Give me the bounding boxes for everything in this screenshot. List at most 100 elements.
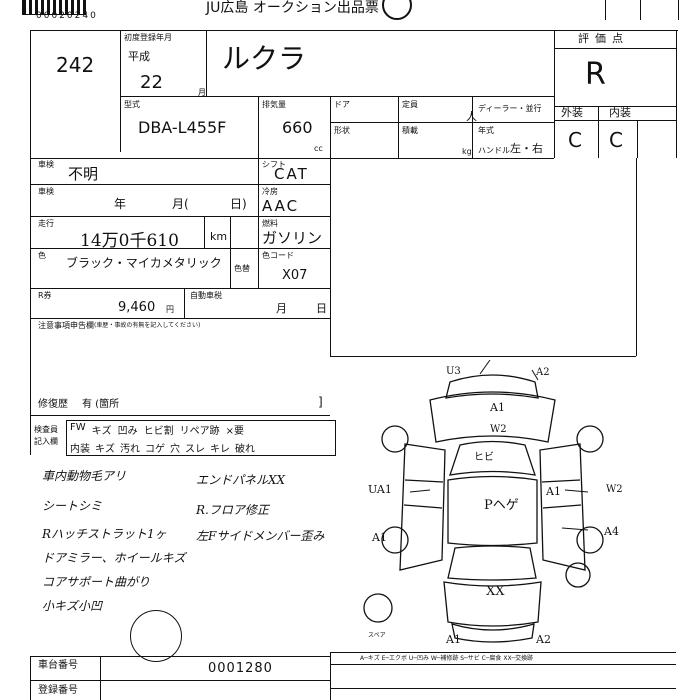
mark-top-front: U3 [446,366,461,377]
inspection-value: 不明 [68,165,99,183]
grade-label: 評価点 [578,32,629,45]
recycle-label: R券 [38,291,52,300]
registration-number-label: 登録番号 [38,685,78,696]
spare-circle-diagram [363,593,393,623]
chassis-value: 0001280 [208,661,273,676]
mark-spare: スペア [368,632,386,639]
mark-trunk: XX [486,584,505,599]
legend-row-2-item: スレ [185,444,205,455]
displacement-unit: cc [314,144,323,153]
repaint-label: 色替 [234,264,250,273]
tax-day-unit: 日 [316,302,327,315]
color-code-label: 色コード [262,251,294,260]
rear-right-circle [565,562,591,588]
handle-value: 左・右 [510,142,543,155]
note-left-item: コアサポート曲がり [42,575,151,589]
mark-right-rear: A4 [604,525,619,538]
note-left-item: 小キズ小凹 [42,599,103,613]
mark-hood: A1 [490,401,505,414]
load-label: 積載 [402,126,418,135]
model-value: DBA-L455F [138,118,227,137]
legend-row-1-item: キズ [91,426,112,437]
mark-left-rear: A1 [372,531,387,544]
repair-label: 修復歴 [38,399,68,410]
rear-right-wheel [576,526,604,554]
sheet-serial: 00020240 [36,11,98,21]
stamp-circle [382,0,412,20]
fuel-label: 燃料 [262,219,278,228]
legend-row-2-item: 汚れ [120,444,140,455]
shape-label: 形状 [334,126,350,135]
mark-roof: Pヘゲ [484,498,519,513]
handle-label: ハンドル [478,146,510,155]
legend-row-1-item: リペア跡 [179,426,220,437]
legend-row-2: 内装キズ汚れコゲ穴スレキレ破れ [70,440,255,455]
inspection-sub-label: 車検 [38,187,54,196]
car-name: ルクラ [222,42,307,75]
legend-row-2-item: 穴 [170,444,180,455]
dealer-label: ディーラー・並行 [478,104,542,113]
spare-circle [130,610,182,662]
note-left-item: 車内動物毛アリ [42,469,127,483]
legend-row-1-item: FW [70,422,86,433]
legend-row-2-item: キズ [95,444,115,455]
mark-rear-left: A1 [446,633,461,646]
note-right-item: R.フロア修正 [196,503,269,517]
mark-hood-sub: W2 [490,424,507,435]
mark-right-door: A1 [546,485,561,498]
color-label: 色 [38,251,46,260]
inspector-label-2: 記入欄 [34,437,58,446]
displacement-label: 排気量 [262,100,286,109]
mark-right-door-far: W2 [606,484,623,495]
displacement-value: 660 [282,118,313,137]
mark-rear-right: A2 [536,633,551,646]
interior-label: 内装 [609,106,631,119]
inspection-label: 車検 [38,160,54,169]
registration-year: 22 [140,72,163,93]
person-unit: 人 [466,110,477,123]
capacity-label: 定員 [402,100,418,109]
color-value: ブラック・マイカメタリック [66,256,222,270]
model-label: 型式 [124,100,140,109]
exterior-grade: C [568,128,582,152]
note-left-item: ドアミラー、ホイールキズ [42,551,186,565]
repair-close: ] [318,395,323,409]
tax-month-unit: 月 [276,302,287,315]
aircon-value: AAC [262,197,300,215]
color-code: X07 [282,268,308,283]
transmission-label: シフト [262,160,286,169]
interior-grade: C [609,128,623,152]
recycle-value: 9,460 [118,300,156,315]
mileage-value: 14万0千610 [80,231,179,251]
aircon-label: 冷房 [262,187,278,196]
legend-row-2-item: コゲ [145,444,165,455]
inspection-month-unit: 月( [172,197,189,211]
note-left-item: シートシミ [42,499,103,513]
legend-row-1: FW キズ凹みヒビ割リペア跡 ×要 [70,422,244,437]
registration-month-unit: 月 [198,88,206,97]
fuel-value: ガソリン [262,229,323,247]
front-left-wheel [381,425,409,453]
legend-row-2-item: 内装 [70,444,90,455]
front-right-wheel [576,425,604,453]
recycle-unit: 円 [166,305,174,314]
note-left-item: Rハッチストラット1ヶ [42,527,167,541]
legend-row-1-item: ヒビ割 [143,426,174,437]
sheet-title: JU広島 オークション出品票 [206,0,379,16]
grade-score: R [585,57,606,92]
mileage-unit: km [210,230,228,243]
auction-logo [22,0,86,15]
repair-value: 有 (箇所 [82,399,120,410]
chassis-label: 車台番号 [38,660,78,671]
inspector-label: 検査員 [34,425,58,434]
note-right-item: 左Fサイドメンバー歪み [196,529,325,543]
legend-row-1-item: 凹み [117,426,138,437]
mark-left-door: UA1 [368,483,392,496]
legend-row-1-item: ×要 [225,426,245,437]
legend-row-2-item: 破れ [235,444,255,455]
history-label: 年式 [478,126,494,135]
legend-box [66,420,336,456]
doors-label: ドア [334,100,350,109]
remarks-sub: (車歴・事故の有無を記入してください) [94,322,201,329]
note-right-item: エンドパネルXX [196,473,286,487]
